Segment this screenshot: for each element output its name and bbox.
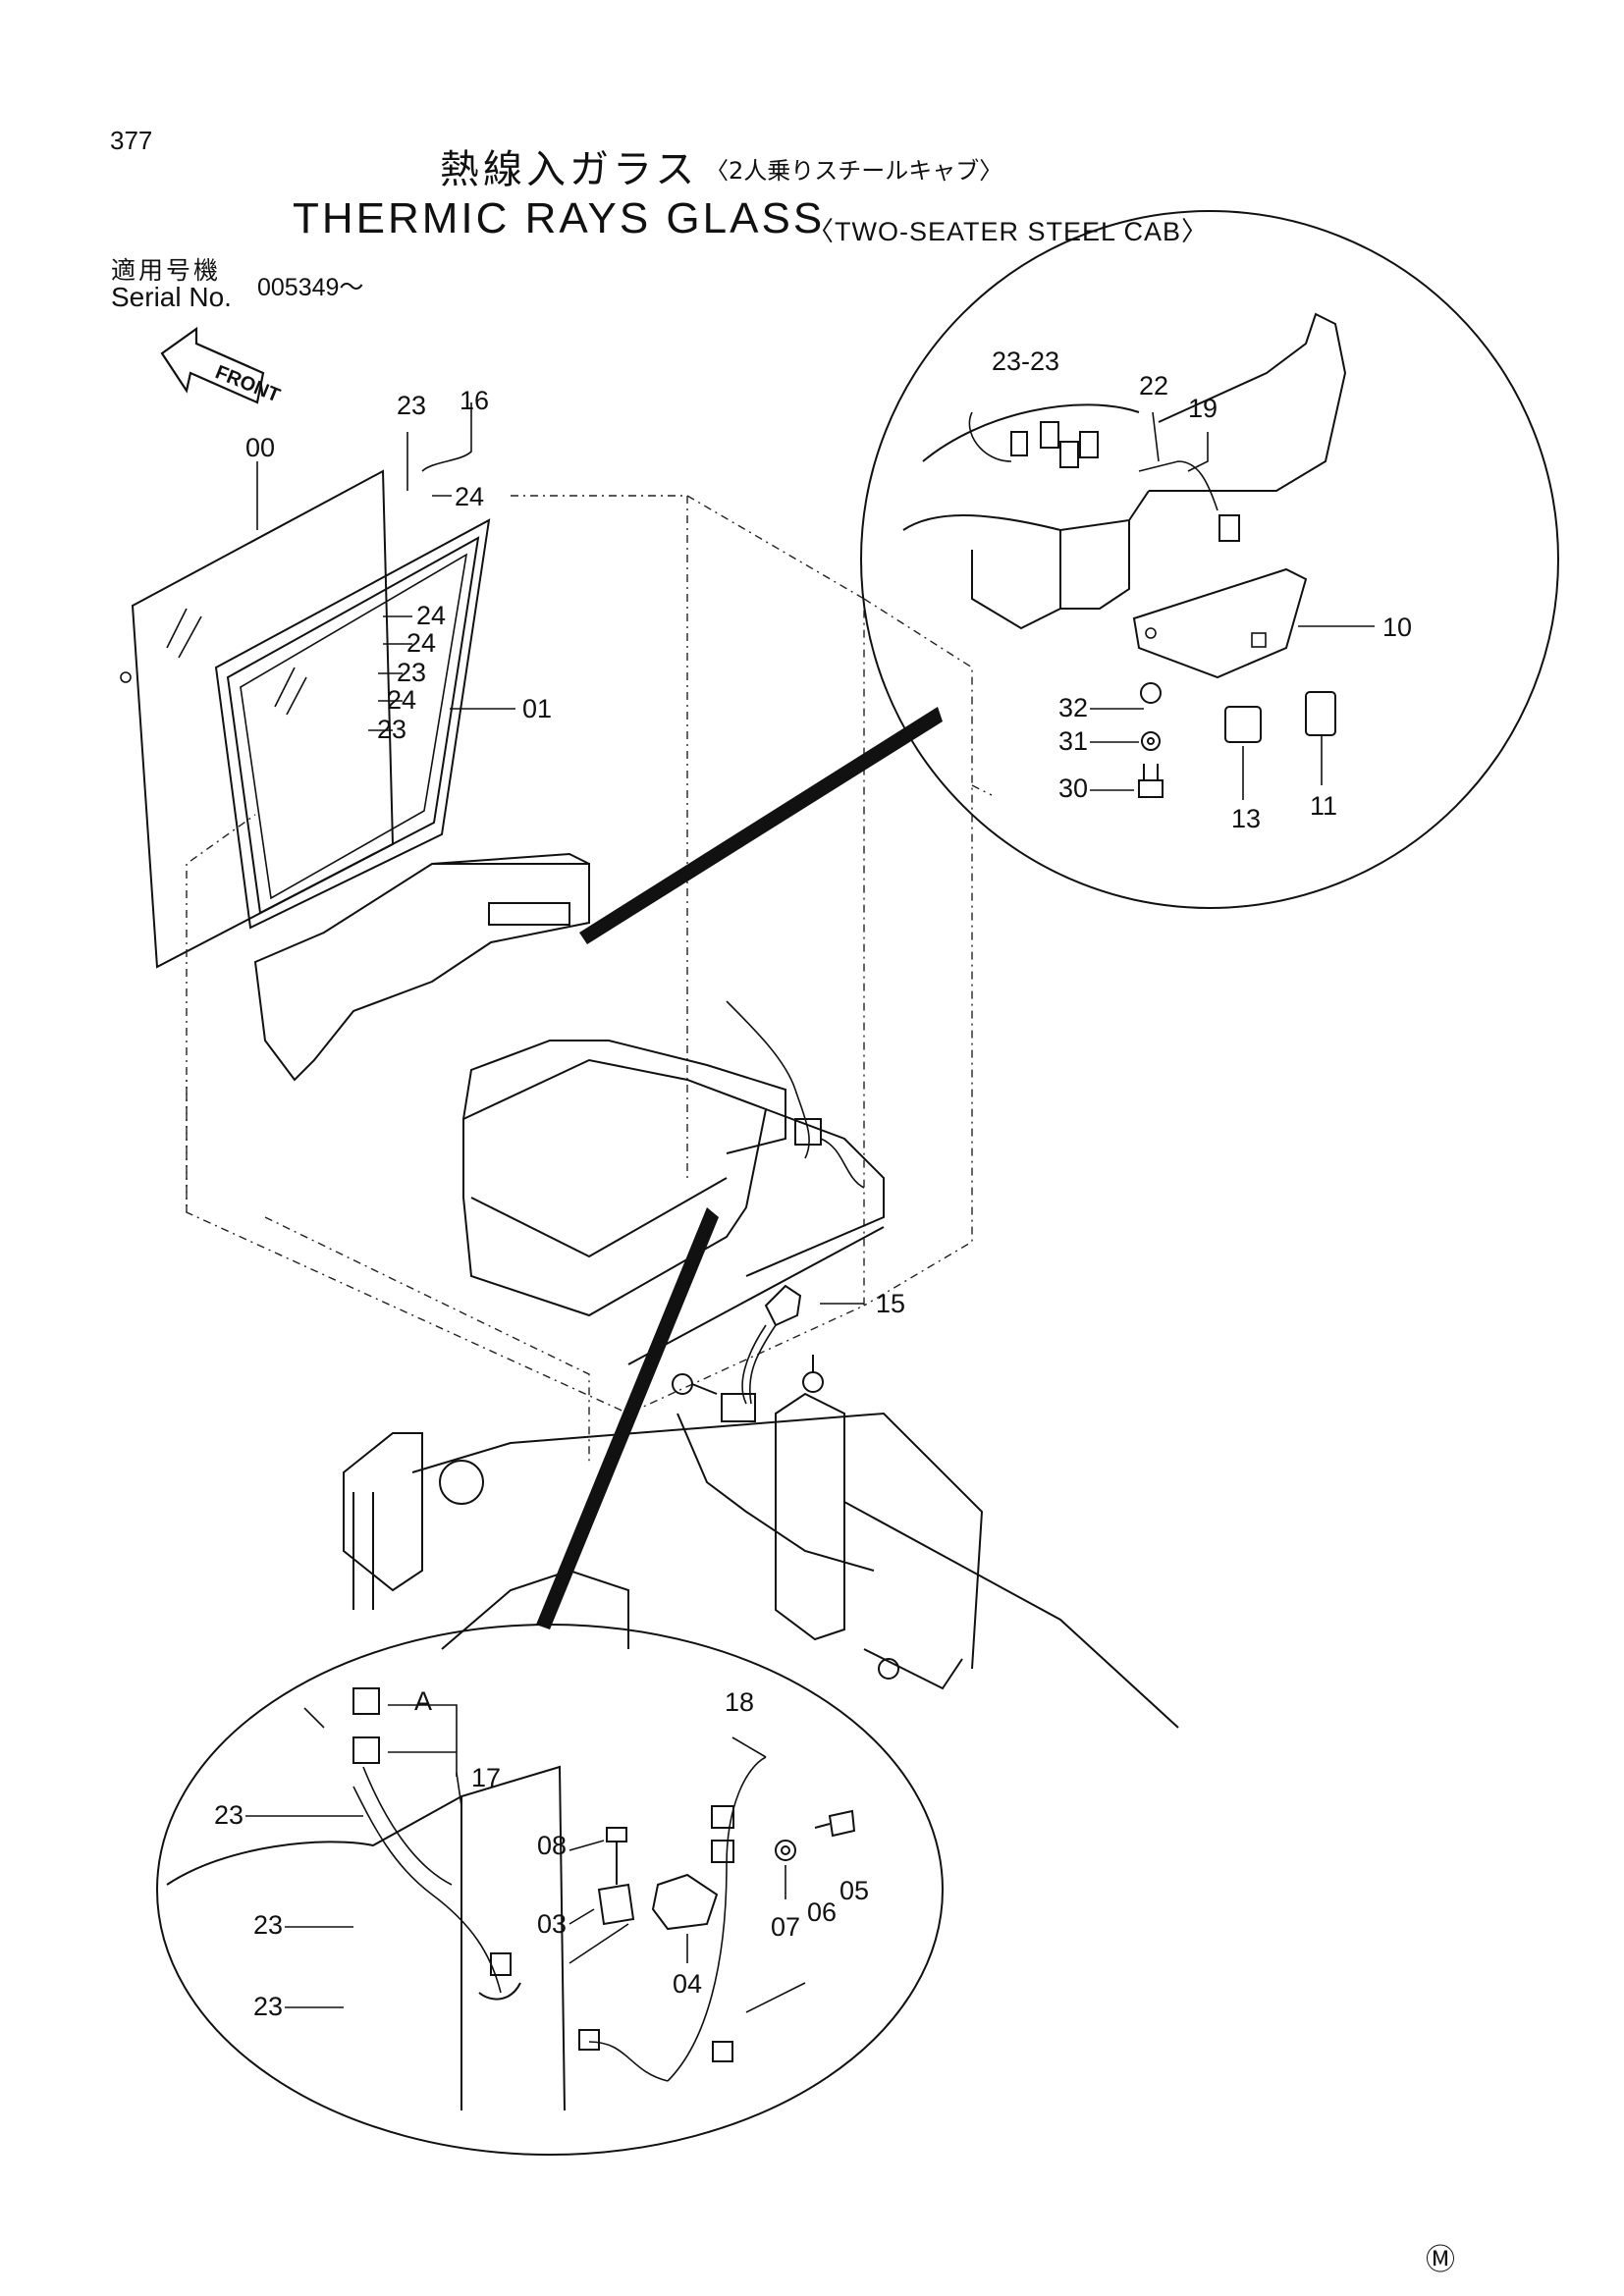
base-frame	[343, 1392, 1179, 1729]
callout-15: 15	[876, 1289, 905, 1318]
title-japanese: 熱線入ガラス	[440, 147, 699, 192]
title-english: THERMIC RAYS GLASS	[293, 194, 826, 242]
callout-24-c: 24	[387, 685, 416, 715]
subtitle-japanese: 〈2人乗りスチールキャブ〉	[705, 157, 1003, 185]
callout-16: 16	[460, 386, 489, 415]
detail-circle-upper	[860, 210, 1559, 909]
callout-08: 08	[537, 1831, 567, 1860]
callout-13: 13	[1231, 804, 1261, 833]
callout-10: 10	[1382, 613, 1412, 642]
callout-24-b: 24	[406, 628, 436, 658]
callout-04: 04	[673, 1969, 702, 1999]
callout-31: 31	[1058, 726, 1088, 756]
callout-03: 03	[537, 1909, 567, 1939]
glass-frame-seal	[214, 518, 491, 930]
serial-label-english: Serial No.	[111, 282, 232, 312]
callout-05: 05	[839, 1876, 869, 1905]
detail-circle-lower	[156, 1624, 944, 2156]
callout-00: 00	[245, 433, 275, 462]
front-console	[253, 852, 590, 1082]
callout-11: 11	[1310, 791, 1337, 821]
manual-mark: Ⓜ	[1426, 2244, 1455, 2276]
detail-leader-lines	[536, 707, 943, 1629]
callout-22: 22	[1139, 371, 1168, 400]
callout-17: 17	[471, 1763, 501, 1792]
callout-06: 06	[807, 1897, 837, 1927]
callout-23-b: 23	[377, 715, 406, 744]
front-direction-arrow: FRONT	[160, 326, 283, 406]
callout-24-top: 24	[455, 482, 484, 511]
callout-32: 32	[1058, 693, 1088, 722]
subtitle-english: 〈TWO-SEATER STEEL CAB〉	[807, 217, 1210, 246]
callout-23-23: 23-23	[992, 347, 1059, 376]
serial-label-japanese: 適用号機	[111, 256, 222, 285]
bracket-assembly	[672, 1284, 824, 1422]
serial-value: 005349～	[257, 274, 364, 301]
callout-01: 01	[522, 694, 552, 723]
callout-07: 07	[771, 1912, 800, 1942]
callout-24-a: 24	[416, 601, 446, 630]
callout-30: 30	[1058, 774, 1088, 803]
callout-23-lower-c: 23	[253, 1992, 283, 2021]
callout-23-top: 23	[397, 391, 426, 420]
seat-harness	[726, 1000, 865, 1189]
callout-23-a: 23	[397, 658, 426, 687]
callout-23-lower-b: 23	[253, 1910, 283, 1940]
callout-19: 19	[1188, 394, 1218, 423]
callout-23-lower-a: 23	[214, 1800, 244, 1830]
callout-A: A	[414, 1686, 432, 1716]
callout-leaders	[245, 402, 1375, 2008]
seat	[462, 1040, 885, 1365]
cab-wireframe	[186, 495, 993, 1463]
page-number: 377	[110, 126, 153, 155]
callout-18: 18	[725, 1687, 754, 1717]
